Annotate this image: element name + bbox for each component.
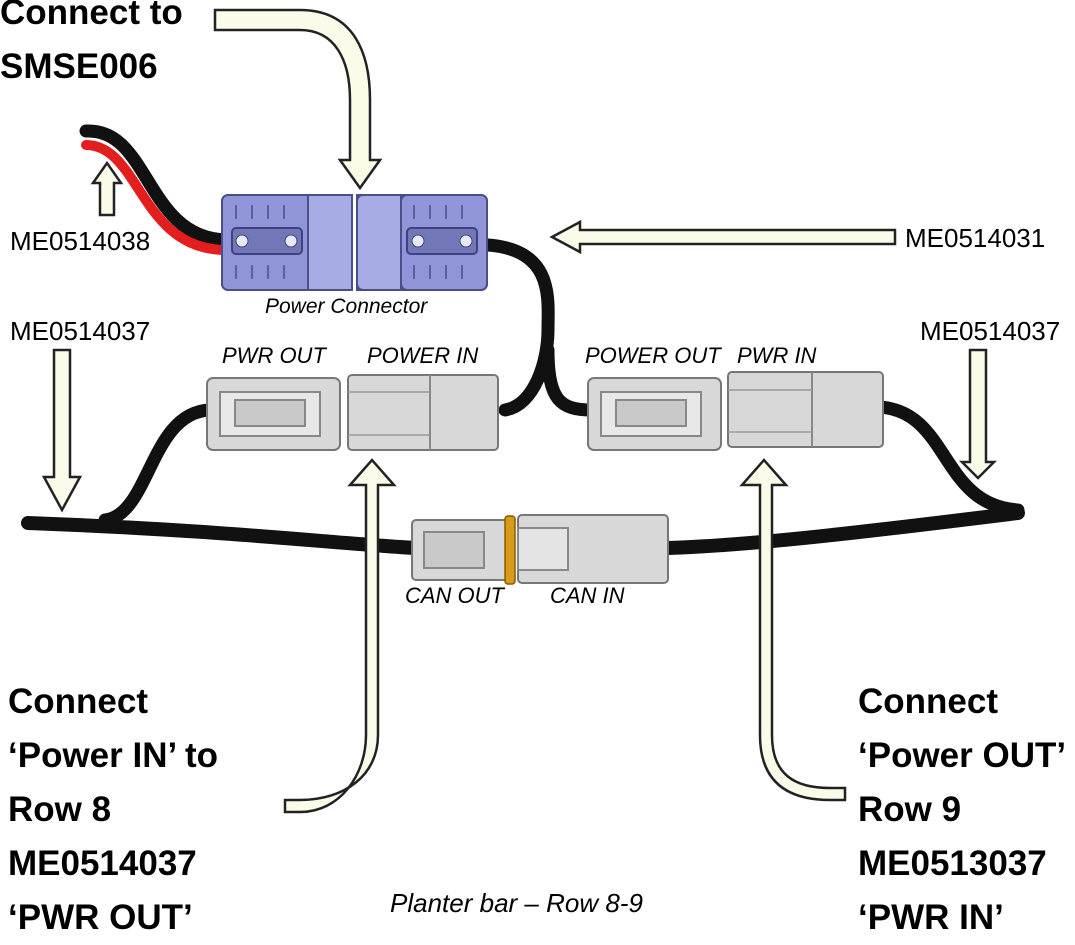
arrow-left-me0514031 xyxy=(549,219,897,255)
label-me0514031: ME0514031 xyxy=(905,223,1046,253)
left-instruction-line: Connect xyxy=(8,682,148,721)
callout-arrows xyxy=(41,8,998,814)
arrow-to-power-connector xyxy=(213,8,383,191)
left-instruction-line: ‘Power IN’ to xyxy=(8,736,219,775)
label-me0514038: ME0514038 xyxy=(10,226,151,256)
can-in-connector xyxy=(517,514,669,584)
right-instruction-line: Row 9 xyxy=(858,790,962,829)
arrow-down-right-harness xyxy=(958,348,998,480)
arrow-to-power-in xyxy=(283,458,397,814)
label-can-in: CAN IN xyxy=(550,583,625,608)
right-instruction-line: ‘Power OUT’ xyxy=(858,736,1067,775)
arrow-up-red-wire xyxy=(90,160,124,217)
power-connector xyxy=(221,194,488,291)
label-me0514037-right: ME0514037 xyxy=(920,316,1061,346)
left-branch xyxy=(98,403,217,527)
label-can-out: CAN OUT xyxy=(405,583,504,608)
top-callout-line1: Connect to xyxy=(0,0,183,32)
label-pwr-out-left: PWR OUT xyxy=(222,343,326,368)
left-instruction-line: ME0514037 xyxy=(8,844,197,883)
right-instruction-line: ME0513037 xyxy=(858,844,1047,883)
power-cable-right xyxy=(481,238,555,417)
power-cable-branch xyxy=(541,343,599,417)
left-instruction: Connect ‘Power IN’ to Row 8 ME0514037 ‘P… xyxy=(8,675,218,945)
arrow-down-left-harness xyxy=(41,348,83,513)
label-pwr-in-right: PWR IN xyxy=(737,343,817,368)
right-instruction-line: Connect xyxy=(858,682,998,721)
pwr-out-left-connector xyxy=(206,377,341,451)
top-callout: Connect to SMSE006 xyxy=(0,0,183,94)
arrow-to-pwr-in xyxy=(739,458,847,802)
right-instruction: Connect ‘Power OUT’ Row 9 ME0513037 ‘PWR… xyxy=(858,675,1075,945)
label-power-in-left: POWER IN xyxy=(367,343,479,368)
main-harness-right xyxy=(661,506,1025,555)
label-me0514037-left: ME0514037 xyxy=(10,316,151,346)
wiring-diagram xyxy=(21,8,1025,814)
right-instruction-line: ‘PWR IN’ xyxy=(858,898,1004,937)
left-instruction-line: Row 8 xyxy=(8,790,112,829)
top-callout-line2: SMSE006 xyxy=(0,47,158,86)
left-instruction-line: ‘PWR OUT’ xyxy=(8,898,193,937)
red-wire xyxy=(81,140,231,255)
black-wire xyxy=(79,124,233,247)
power-in-left-connector xyxy=(347,374,499,451)
label-power-connector: Power Connector xyxy=(265,295,428,318)
power-out-right-connector xyxy=(587,377,722,451)
can-out-connector xyxy=(411,515,516,585)
right-branch xyxy=(873,400,1025,517)
caption: Planter bar – Row 8-9 xyxy=(390,888,643,918)
main-harness xyxy=(21,516,422,555)
label-power-out-right: POWER OUT xyxy=(585,343,721,368)
cables xyxy=(21,124,1025,555)
pwr-in-right-connector xyxy=(727,371,884,448)
